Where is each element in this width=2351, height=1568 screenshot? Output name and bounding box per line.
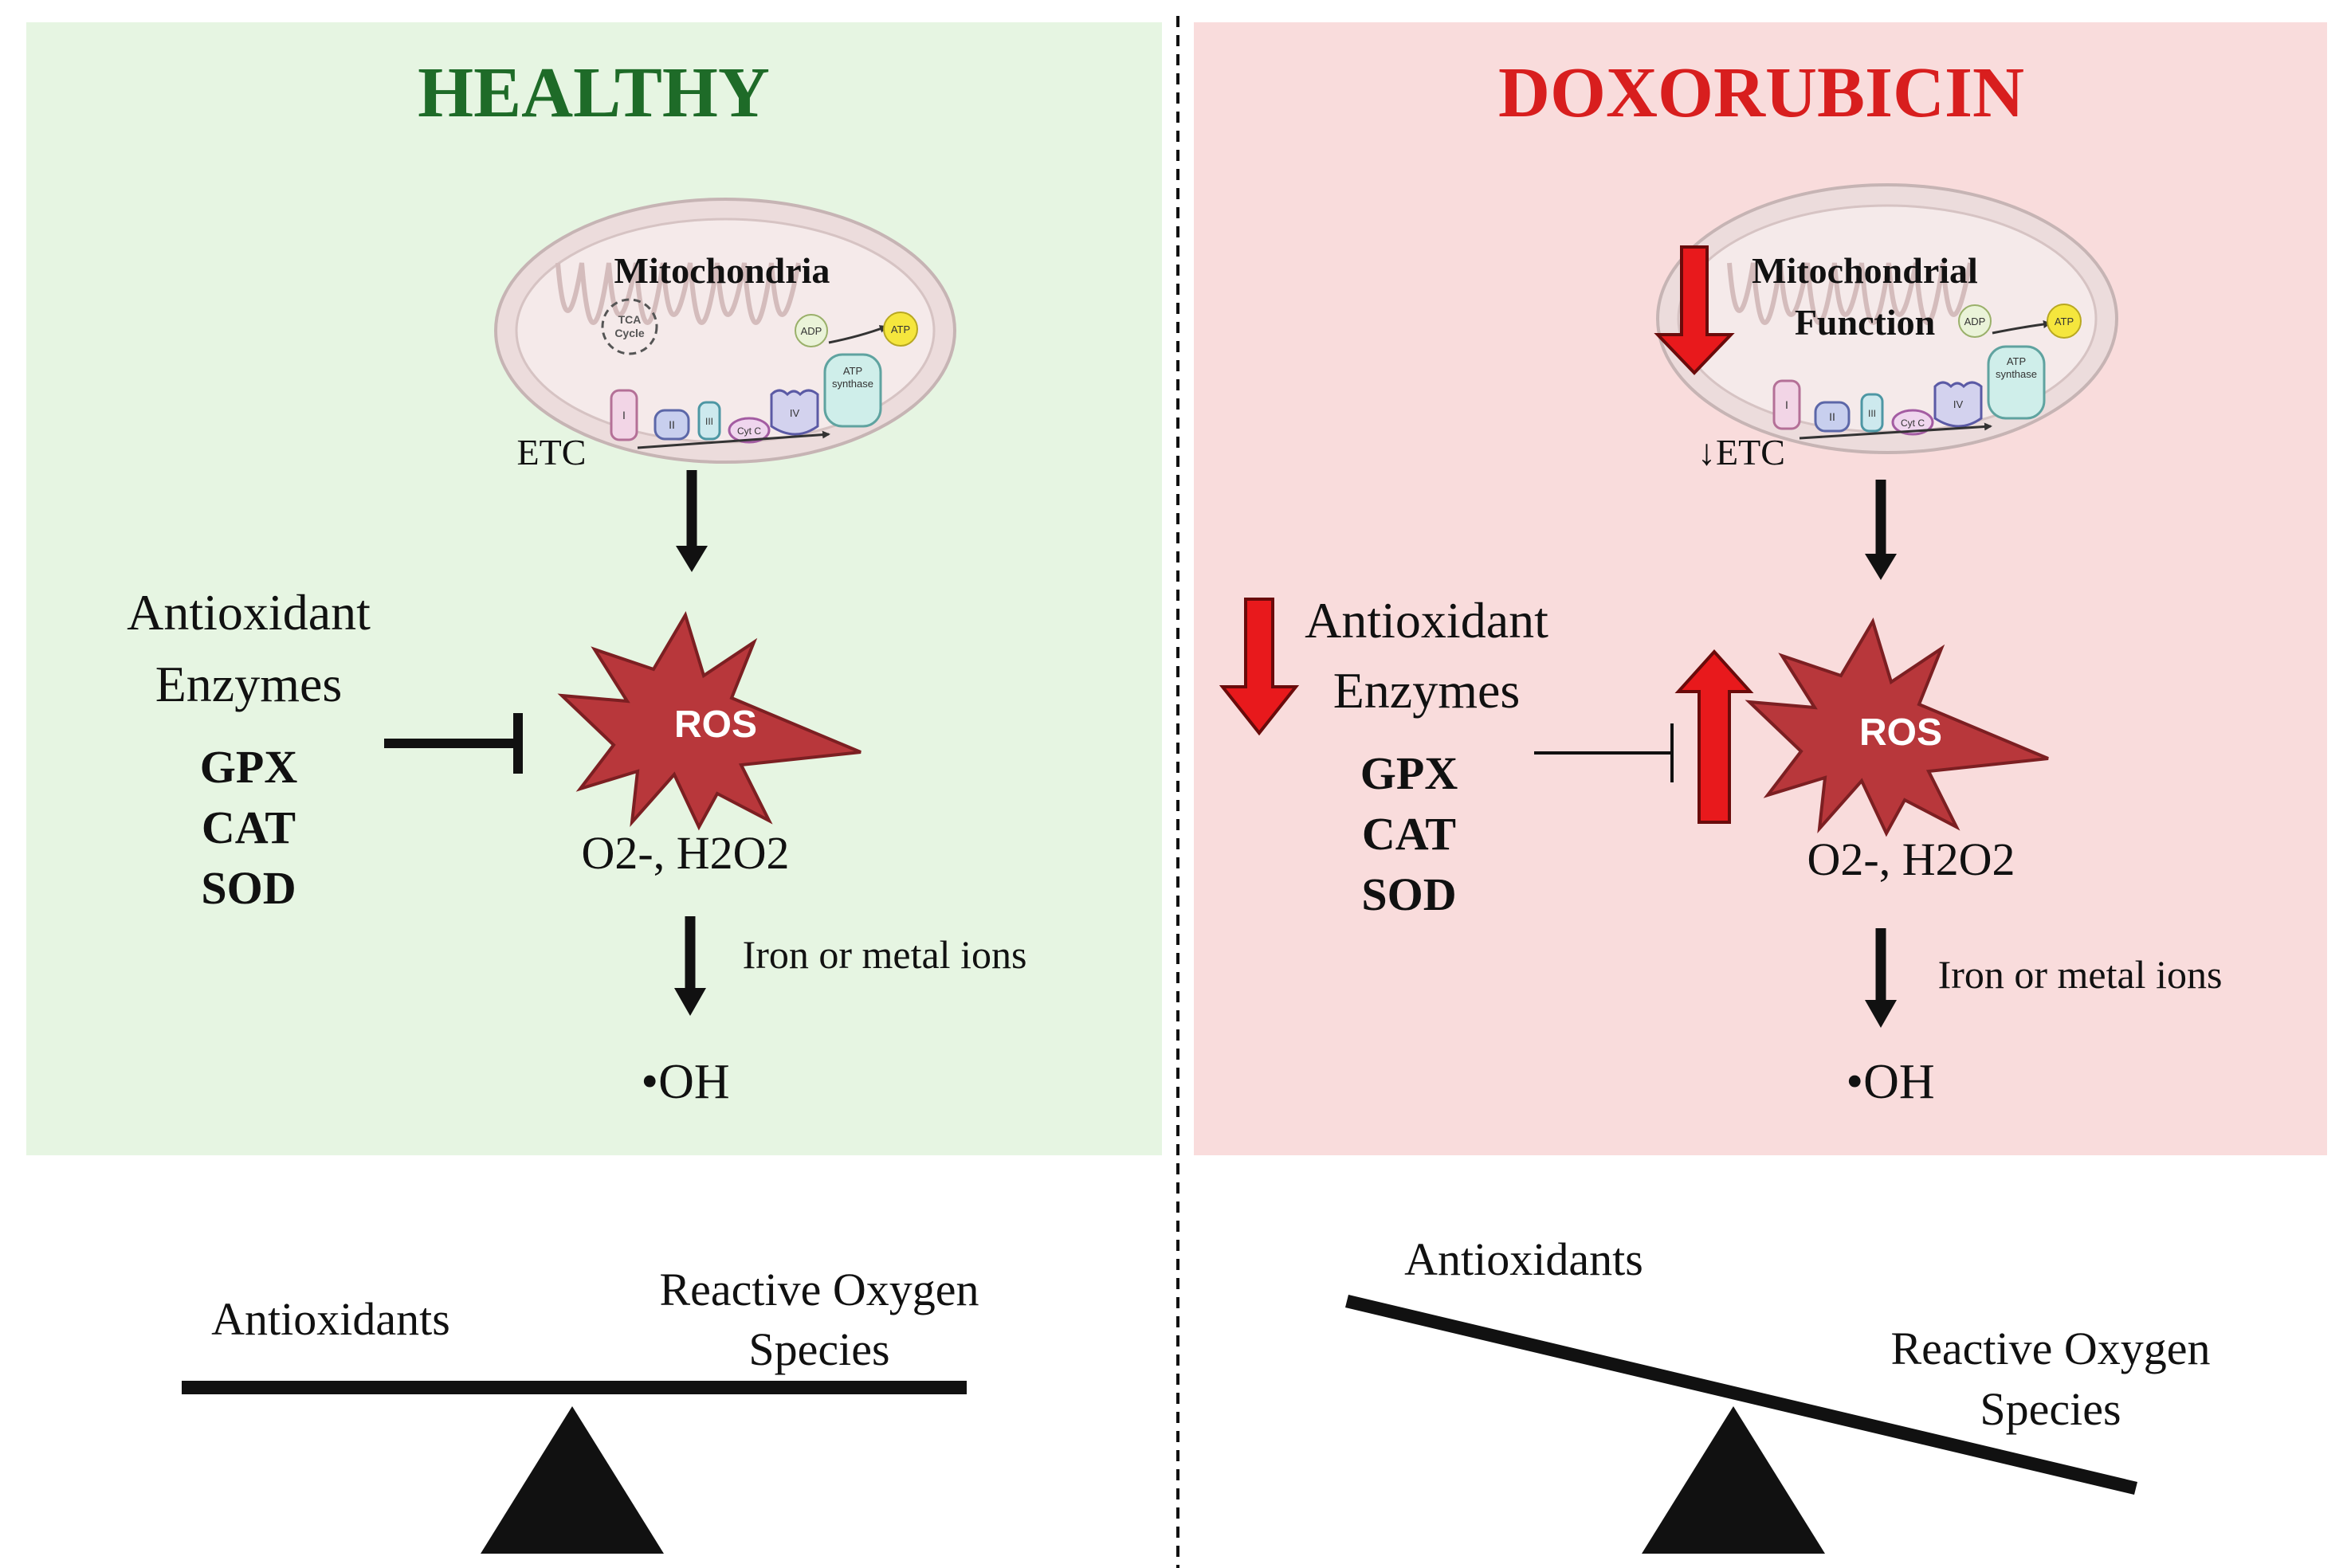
svg-text:ATP: ATP: [2055, 316, 2074, 327]
balance-ros-line2-dox: Species: [1980, 1383, 2121, 1435]
tca-cycle-icon: TCA Cycle: [601, 298, 658, 355]
enzyme-gpx-healthy: GPX: [200, 741, 298, 793]
enzyme-sod-healthy: SOD: [201, 862, 296, 914]
adp-icon: ADP: [795, 314, 828, 347]
enzyme-cat-healthy: CAT: [202, 802, 296, 853]
hydroxyl-dox: •OH: [1846, 1055, 1934, 1109]
ros-burst-dox: [1745, 617, 2049, 837]
svg-text:I: I: [1785, 398, 1788, 411]
decrease-arrow-mitochondrial-function: [1654, 245, 1735, 375]
mitochondrion-healthy: TCA Cycle ADP ATP ATP synthase I II III …: [494, 198, 956, 464]
balance-ros-line1-healthy: Reactive Oxygen: [659, 1264, 979, 1315]
increase-arrow-ros: [1674, 649, 1754, 824]
etc-complexes-dox: I II III Cyt C IV: [1772, 379, 1983, 436]
ros-burst-healthy: [557, 611, 862, 831]
etc-complexes: I II III Cyt C IV: [610, 389, 819, 444]
svg-text:III: III: [1868, 408, 1876, 419]
arrow-mito-to-ros-healthy: [676, 470, 708, 572]
healthy-title: HEALTHY: [418, 53, 770, 132]
atp-synthase-icon: ATP synthase: [823, 353, 882, 428]
svg-text:ADP: ADP: [801, 325, 822, 337]
iron-label-healthy: Iron or metal ions: [743, 932, 1027, 977]
mitochondria-label: Mitochondria: [614, 250, 830, 291]
arrow-ros-to-oh-dox: [1865, 928, 1897, 1028]
adp-icon-dox: ADP: [1958, 304, 1992, 338]
svg-text:IV: IV: [790, 407, 800, 419]
etc-label-dox: ↓ETC: [1698, 432, 1785, 472]
arrow-mito-to-ros-dox: [1865, 480, 1897, 580]
atp-icon: ATP: [883, 312, 918, 347]
doxorubicin-title: DOXORUBICIN: [1498, 53, 2024, 132]
antioxidant-label-dox: Antioxidant: [1305, 592, 1548, 649]
svg-text:II: II: [1829, 410, 1835, 423]
enzymes-label-healthy: Enzymes: [155, 656, 343, 712]
svg-text:synthase: synthase: [1996, 368, 2037, 380]
svg-text:II: II: [669, 418, 675, 431]
ros-species-healthy: O2-, H2O2: [582, 827, 790, 879]
function-label: Function: [1795, 302, 1935, 343]
enzyme-sod-dox: SOD: [1361, 868, 1456, 920]
svg-text:III: III: [705, 416, 713, 427]
svg-text:ATP: ATP: [843, 365, 862, 377]
enzyme-gpx-dox: GPX: [1360, 747, 1458, 799]
decrease-arrow-antioxidants: [1219, 598, 1300, 736]
svg-text:IV: IV: [1953, 398, 1964, 410]
ros-label-healthy: ROS: [674, 704, 757, 746]
svg-text:ATP: ATP: [2007, 355, 2026, 367]
svg-text:ADP: ADP: [1964, 316, 1986, 327]
arrow-ros-to-oh-healthy: [674, 916, 706, 1016]
svg-text:I: I: [622, 409, 626, 421]
svg-text:synthase: synthase: [832, 378, 873, 390]
mitochondrion-doxorubicin: ADP ATP ATP synthase I II III Cyt C IV: [1656, 183, 2118, 454]
svg-text:Cyt C: Cyt C: [737, 425, 761, 437]
hydroxyl-healthy: •OH: [641, 1055, 729, 1109]
svg-text:Cyt C: Cyt C: [1901, 417, 1925, 429]
inhibition-arrow-dox: [1534, 723, 1674, 782]
enzymes-label-dox: Enzymes: [1333, 662, 1521, 719]
balance-scale-healthy: [182, 1381, 967, 1554]
enzyme-cat-dox: CAT: [1362, 808, 1456, 860]
balance-antioxidants-dox: Antioxidants: [1404, 1233, 1643, 1285]
balance-ros-line1-dox: Reactive Oxygen: [1890, 1323, 2210, 1374]
svg-text:TCA: TCA: [618, 313, 642, 326]
balance-ros-line2-healthy: Species: [748, 1323, 889, 1375]
balance-scale-dox: [1345, 1295, 2137, 1554]
balance-antioxidants-healthy: Antioxidants: [211, 1293, 450, 1345]
ros-label-dox: ROS: [1859, 711, 1942, 754]
atp-synthase-icon-dox: ATP synthase: [1987, 345, 2046, 420]
antioxidant-label-healthy: Antioxidant: [127, 584, 371, 641]
ros-species-dox: O2-, H2O2: [1807, 833, 2015, 885]
svg-text:Cycle: Cycle: [614, 327, 645, 339]
etc-label-healthy: ETC: [517, 432, 587, 472]
mitochondrial-label: Mitochondrial: [1752, 250, 1978, 291]
inhibition-arrow-healthy: [384, 713, 523, 774]
iron-label-dox: Iron or metal ions: [1938, 952, 2223, 997]
atp-icon-dox: ATP: [2047, 304, 2082, 339]
healthy-panel: [26, 22, 1162, 1155]
svg-text:ATP: ATP: [891, 323, 910, 335]
